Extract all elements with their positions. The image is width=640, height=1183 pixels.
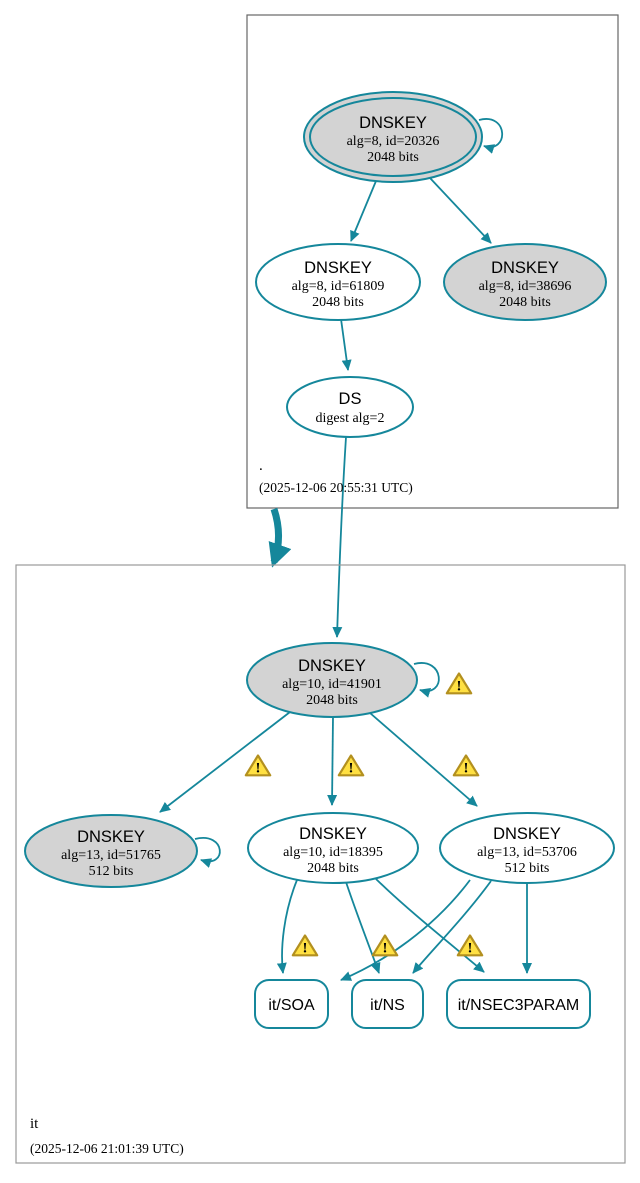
edge-dnskey-20326-to-38696: [429, 177, 492, 244]
node-title: DNSKEY: [304, 259, 372, 277]
node-bits: 2048 bits: [367, 150, 419, 165]
warning-icon[interactable]: [244, 754, 272, 778]
node-title: DNSKEY: [299, 825, 367, 843]
node-alg-id: alg=8, id=38696: [479, 279, 572, 294]
node-dnskey-61809[interactable]: DNSKEY alg=8, id=61809 2048 bits: [255, 243, 421, 321]
it-zone-box: [15, 564, 626, 1164]
node-rrset-it-ns[interactable]: it/NS: [351, 979, 424, 1029]
it-zone-timestamp: (2025-12-06 21:01:39 UTC): [30, 1141, 184, 1156]
edge-dnskey-20326-self-signature: [478, 118, 504, 154]
root-zone-box: [246, 14, 619, 509]
node-dnskey-20326[interactable]: DNSKEY alg=8, id=20326 2048 bits: [303, 91, 483, 183]
edge-dnskey-53706-to-ns: [412, 880, 492, 974]
it-zone-label: it: [30, 1116, 39, 1132]
delegation-arrow-root-to-it: [268, 507, 292, 568]
node-title: DNSKEY: [298, 657, 366, 675]
node-alg-id: alg=13, id=51765: [61, 848, 161, 863]
node-bits: 2048 bits: [307, 861, 359, 876]
edge-dnskey-18395-to-nsec3param: [375, 878, 485, 973]
node-alg-id: alg=8, id=20326: [347, 134, 440, 149]
node-alg-id: alg=10, id=41901: [282, 677, 382, 692]
rrset-label: it/SOA: [268, 997, 315, 1014]
edge-dnskey-20326-to-61809: [350, 180, 377, 242]
edge-dnskey-41901-self-signature: [413, 662, 440, 698]
warning-icon[interactable]: [291, 934, 319, 958]
node-bits: 512 bits: [505, 861, 550, 876]
node-dnskey-38696[interactable]: DNSKEY alg=8, id=38696 2048 bits: [443, 243, 607, 321]
edge-dnskey-51765-self-signature: [194, 836, 221, 868]
warning-icon[interactable]: [337, 754, 365, 778]
node-digest: digest alg=2: [316, 411, 385, 426]
warning-icon[interactable]: [371, 934, 399, 958]
edge-dnskey-41901-to-53706: [369, 712, 478, 807]
edge-dnskey-41901-to-18395: [327, 716, 338, 806]
node-dnskey-53706[interactable]: DNSKEY alg=13, id=53706 512 bits: [439, 812, 615, 884]
edge-dnskey-61809-to-ds: [340, 318, 352, 371]
node-bits: 512 bits: [89, 864, 134, 879]
rrset-label: it/NSEC3PARAM: [458, 997, 580, 1014]
node-dnskey-18395[interactable]: DNSKEY alg=10, id=18395 2048 bits: [247, 812, 419, 884]
root-zone-timestamp: (2025-12-06 20:55:31 UTC): [259, 480, 413, 495]
edge-dnskey-53706-to-soa: [340, 879, 471, 981]
node-alg-id: alg=10, id=18395: [283, 845, 383, 860]
warning-icon[interactable]: [445, 672, 473, 696]
rrset-label: it/NS: [370, 997, 405, 1014]
node-alg-id: alg=8, id=61809: [292, 279, 385, 294]
node-title: DNSKEY: [359, 114, 427, 132]
node-alg-id: alg=13, id=53706: [477, 845, 577, 860]
node-bits: 2048 bits: [312, 295, 364, 310]
edge-dnskey-18395-to-soa: [276, 879, 298, 974]
edge-dnskey-41901-to-51765: [159, 711, 291, 813]
node-rrset-it-soa[interactable]: it/SOA: [254, 979, 329, 1029]
edge-dnskey-18395-to-ns: [345, 881, 381, 974]
node-title: DS: [339, 390, 362, 408]
node-dnskey-51765[interactable]: DNSKEY alg=13, id=51765 512 bits: [24, 814, 198, 888]
node-bits: 2048 bits: [499, 295, 551, 310]
node-title: DNSKEY: [77, 828, 145, 846]
node-title: DNSKEY: [493, 825, 561, 843]
warning-icon[interactable]: [456, 934, 484, 958]
root-zone-label: .: [259, 458, 263, 474]
node-title: DNSKEY: [491, 259, 559, 277]
node-dnskey-41901[interactable]: DNSKEY alg=10, id=41901 2048 bits: [246, 642, 418, 718]
warning-icon[interactable]: [452, 754, 480, 778]
node-ds[interactable]: DS digest alg=2: [286, 376, 414, 438]
edge-ds-to-it-dnskey-41901: [332, 436, 347, 638]
node-bits: 2048 bits: [306, 693, 358, 708]
node-rrset-it-nsec3param[interactable]: it/NSEC3PARAM: [446, 979, 591, 1029]
